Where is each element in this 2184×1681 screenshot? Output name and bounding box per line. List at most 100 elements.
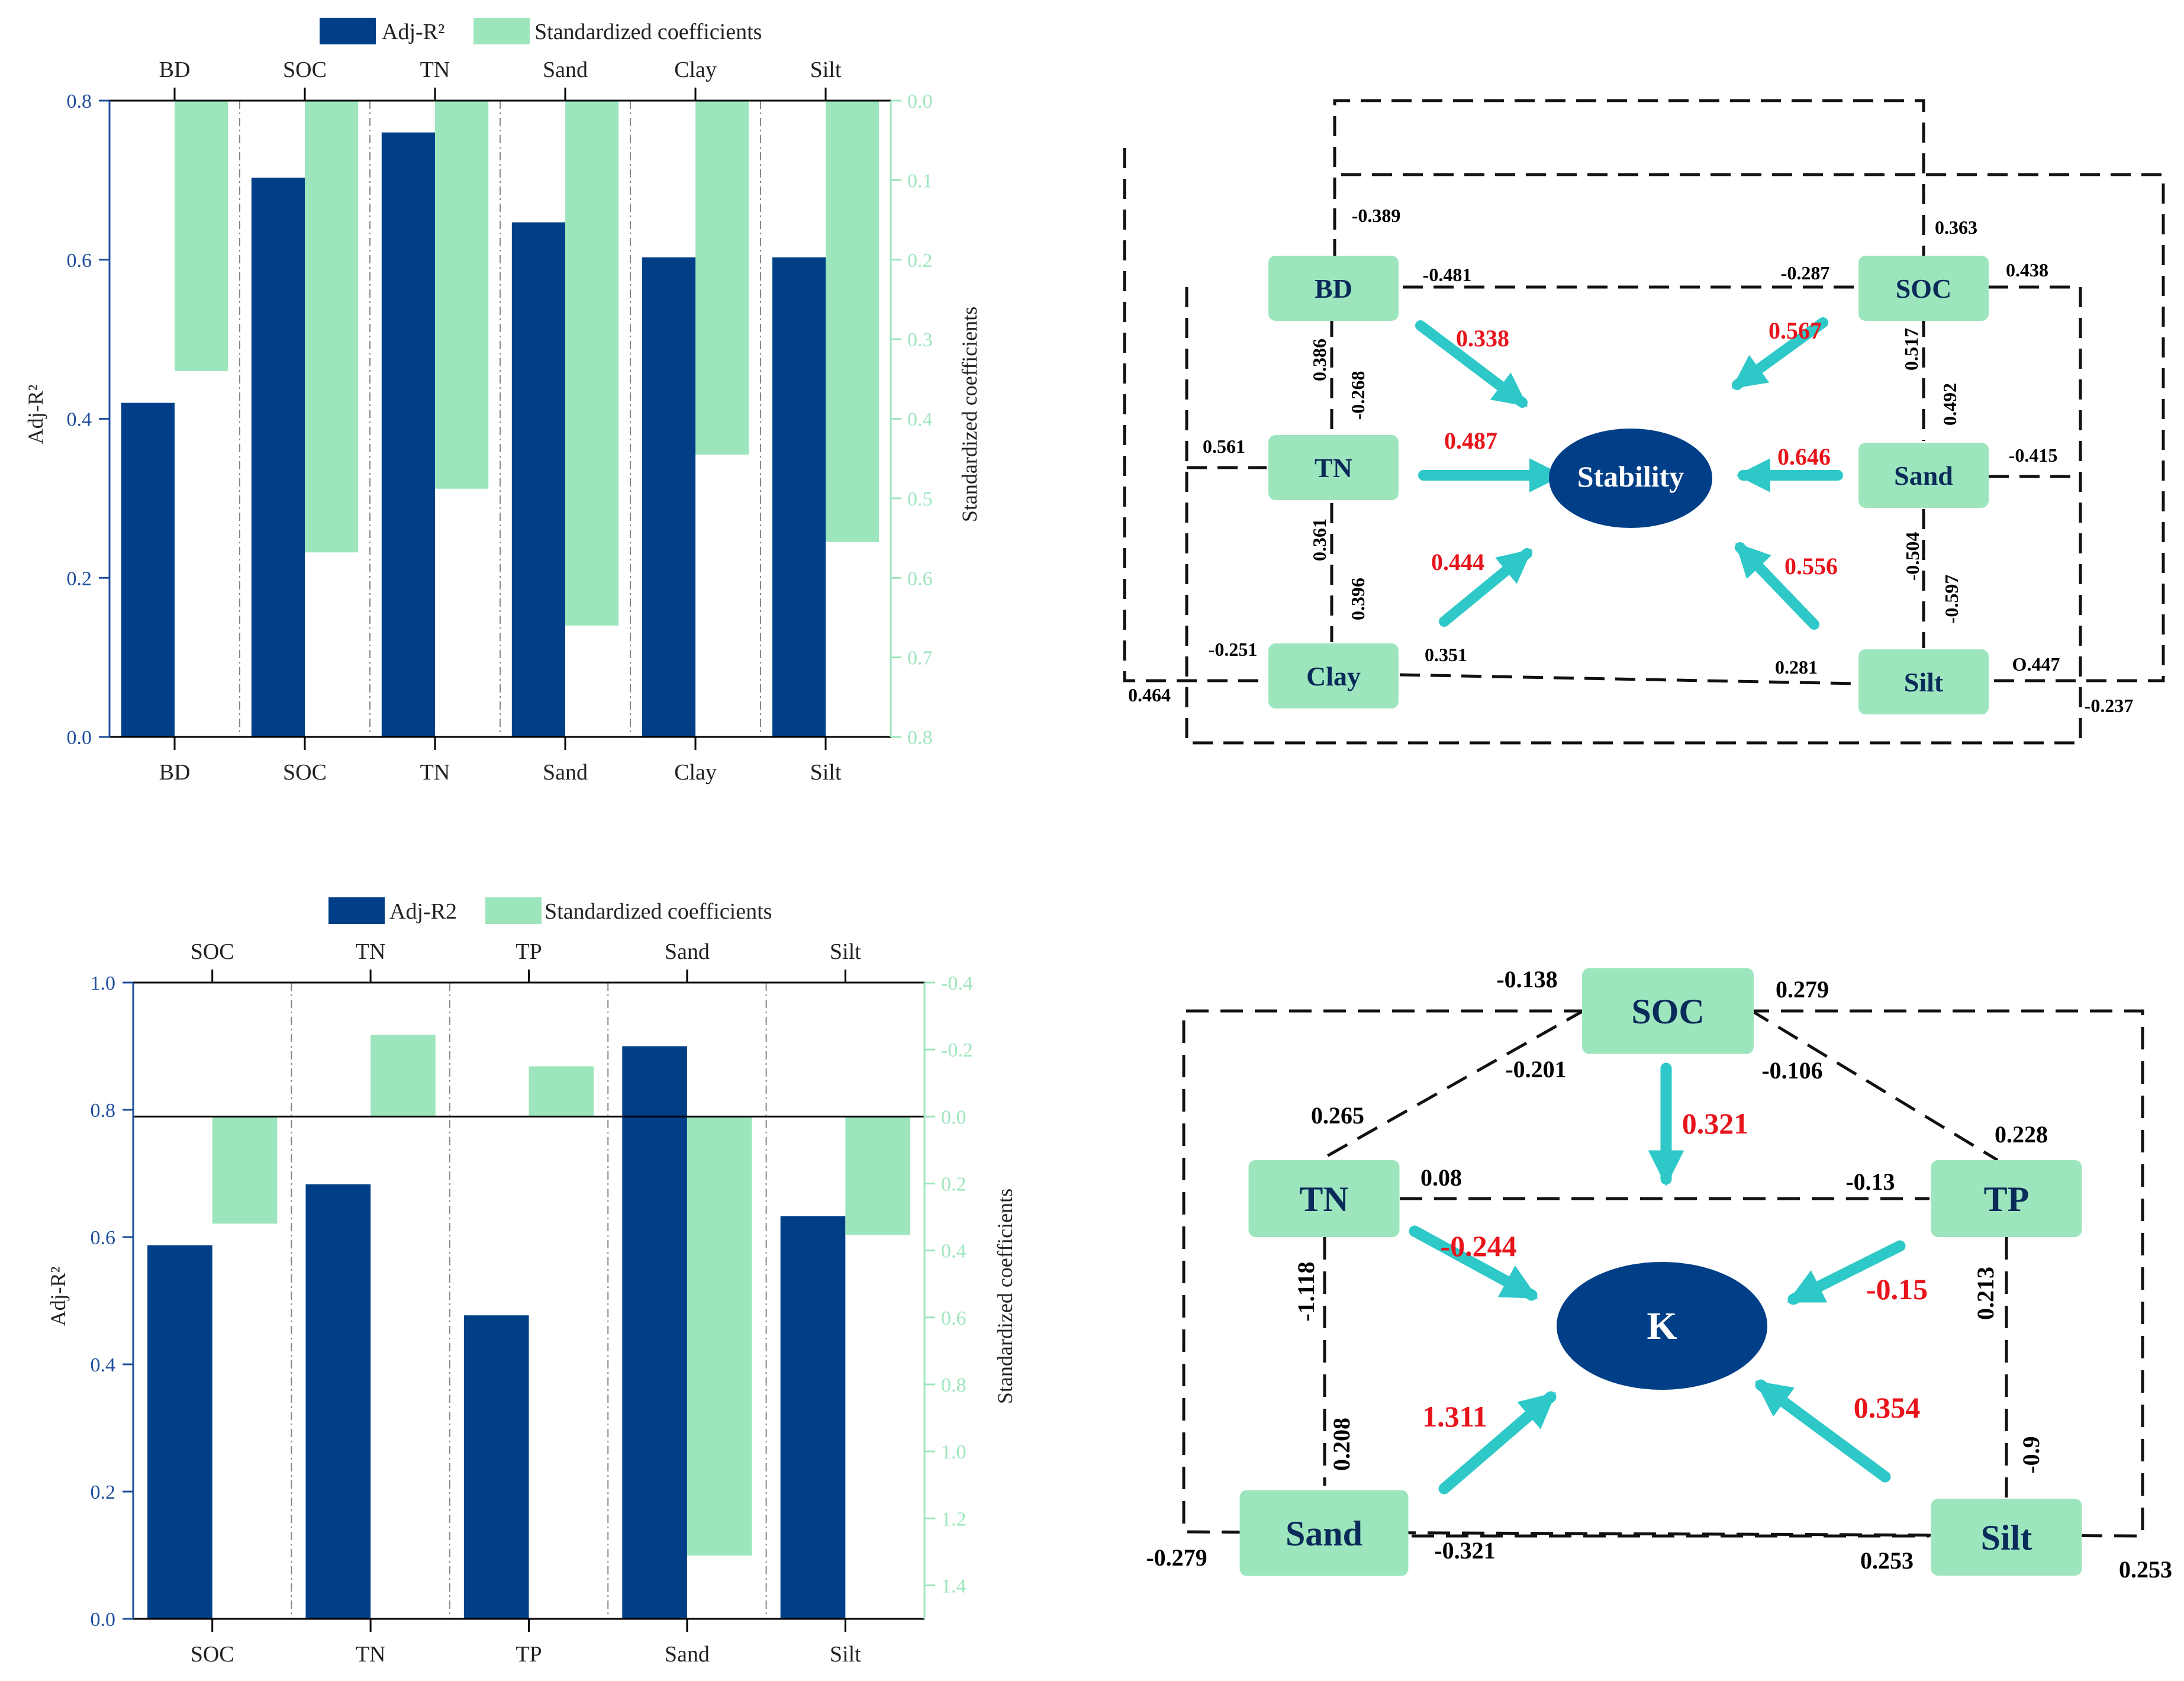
correlation-label: -0.321 [1434, 1537, 1495, 1564]
left-tick-label: 0.0 [91, 1609, 116, 1631]
path-coefficient: 0.646 [1777, 443, 1831, 470]
node-label: TN [1299, 1180, 1348, 1219]
correlation-label: -0.237 [2085, 695, 2134, 716]
node-label: Sand [1286, 1514, 1362, 1553]
bar-adj-r2-bd [121, 402, 175, 737]
correlation-label: -1.118 [1293, 1261, 1319, 1321]
node-label: TN [1315, 453, 1352, 483]
left-tick-label: 1.0 [91, 972, 116, 994]
path-arrow [1409, 1225, 1538, 1301]
legend-swatch-std-coef [485, 897, 542, 924]
correlation-label: -0.279 [1146, 1544, 1207, 1571]
correlation-label: 0.361 [1309, 519, 1330, 561]
left-tick-label: 0.6 [67, 250, 92, 272]
node-soc [1858, 256, 1989, 321]
node-label: TP [1984, 1180, 2030, 1219]
path-coefficient: 0.556 [1784, 553, 1838, 579]
left-tick-label: 0.8 [67, 91, 92, 112]
path-arrow [1439, 548, 1532, 627]
chart-2-right-axis-title: Standardized coefficients [993, 1189, 1017, 1404]
path-coefficient: 0.338 [1456, 325, 1509, 352]
category-label-top: Sand [665, 939, 710, 964]
category-label-top: TN [356, 939, 386, 964]
category-label-top: SOC [283, 57, 327, 82]
correlation-label: -0.138 [1496, 966, 1557, 993]
path-arrow [1787, 1240, 1906, 1305]
category-label-top: Silt [830, 939, 861, 964]
correlation-label: -0.9 [2018, 1436, 2044, 1473]
chart-1: Adj-R² Standardized coefficients BDBDSOC… [24, 18, 981, 785]
right-tick-label: 0.0 [941, 1106, 967, 1128]
center-node-k [1557, 1262, 1767, 1390]
bar-std-coef-silt [826, 101, 880, 542]
correlation-label: -0.597 [1941, 575, 1962, 624]
node-label: SOC [1631, 992, 1704, 1031]
node-label: Silt [1981, 1518, 2032, 1557]
right-tick-label: 1.2 [941, 1508, 967, 1530]
category-label-bottom: TN [356, 1642, 386, 1667]
bar-std-coef-sand [565, 101, 619, 626]
legend-label-adj-r2: Adj-R² [382, 20, 444, 44]
category-label-bottom: TN [420, 760, 450, 785]
path-coefficient: 0.567 [1769, 317, 1822, 344]
category-label-bottom: Sand [543, 760, 588, 785]
correlation-label: 0.08 [1420, 1164, 1462, 1191]
node-label: Clay [1306, 661, 1361, 691]
correlation-label: -0.389 [1352, 205, 1401, 226]
legend-label-std-coef: Standardized coefficients [534, 20, 762, 44]
right-tick-label: 1.0 [941, 1441, 967, 1463]
chart-2: Adj-R2 Standardized coefficients SOCSOCT… [46, 897, 1017, 1667]
node-silt [1931, 1499, 2082, 1576]
legend-label-adj-r2: Adj-R2 [389, 899, 457, 924]
path-coefficient: 1.311 [1422, 1400, 1487, 1433]
category-label-bottom: Silt [830, 1642, 861, 1667]
center-node-label: K [1647, 1305, 1677, 1348]
correlation-label: 0.228 [1995, 1121, 2048, 1148]
category-label-bottom: TP [516, 1642, 542, 1667]
bar-adj-r2-sand [511, 222, 565, 737]
path-arrow [1735, 542, 1819, 630]
node-clay [1268, 643, 1399, 709]
node-label: BD [1315, 273, 1352, 304]
node-soc [1582, 968, 1754, 1054]
bar-std-coef-soc [212, 1116, 278, 1224]
correlation-label: 0.517 [1900, 328, 1922, 371]
correlation-label: 0.396 [1347, 578, 1368, 620]
bar-adj-r2-silt [772, 257, 826, 737]
category-label-bottom: Silt [810, 760, 842, 785]
right-tick-label: 0.3 [907, 329, 933, 351]
left-tick-label: 0.4 [67, 409, 92, 431]
path-coefficient: 0.321 [1682, 1107, 1749, 1140]
category-label-bottom: Sand [665, 1642, 710, 1667]
category-label-top: Clay [674, 57, 717, 82]
correlation-label: 0.464 [1128, 684, 1171, 706]
correlation-label: -0.268 [1347, 371, 1368, 420]
dashed-link [1185, 285, 2082, 745]
node-tn [1268, 435, 1399, 500]
dashed-link [1333, 99, 1925, 290]
legend-swatch-adj-r2 [320, 18, 376, 44]
bar-std-coef-sand [687, 1116, 752, 1556]
correlation-label: 0.281 [1775, 656, 1818, 678]
correlation-label: -0.13 [1845, 1168, 1895, 1195]
right-tick-label: -0.2 [941, 1039, 973, 1061]
right-tick-label: 0.5 [907, 488, 933, 510]
correlation-label: 0.208 [1328, 1418, 1355, 1471]
correlation-label: -0.201 [1505, 1056, 1566, 1083]
node-sand [1239, 1490, 1409, 1576]
correlation-label: 0.265 [1311, 1102, 1364, 1129]
right-tick-label: 0.4 [907, 409, 933, 431]
bar-adj-r2-clay [642, 257, 695, 737]
category-label-top: Sand [543, 57, 588, 82]
path-coefficient: 0.487 [1444, 427, 1497, 454]
right-tick-label: 0.6 [941, 1308, 967, 1329]
dashed-link [1182, 1009, 2144, 1538]
chart-2-axes: SOCSOCTNTNTPTPSandSandSiltSilt0.00.20.40… [91, 939, 973, 1667]
path-arrow [1731, 317, 1828, 390]
node-bd [1268, 256, 1399, 321]
right-tick-label: 0.2 [941, 1173, 967, 1195]
